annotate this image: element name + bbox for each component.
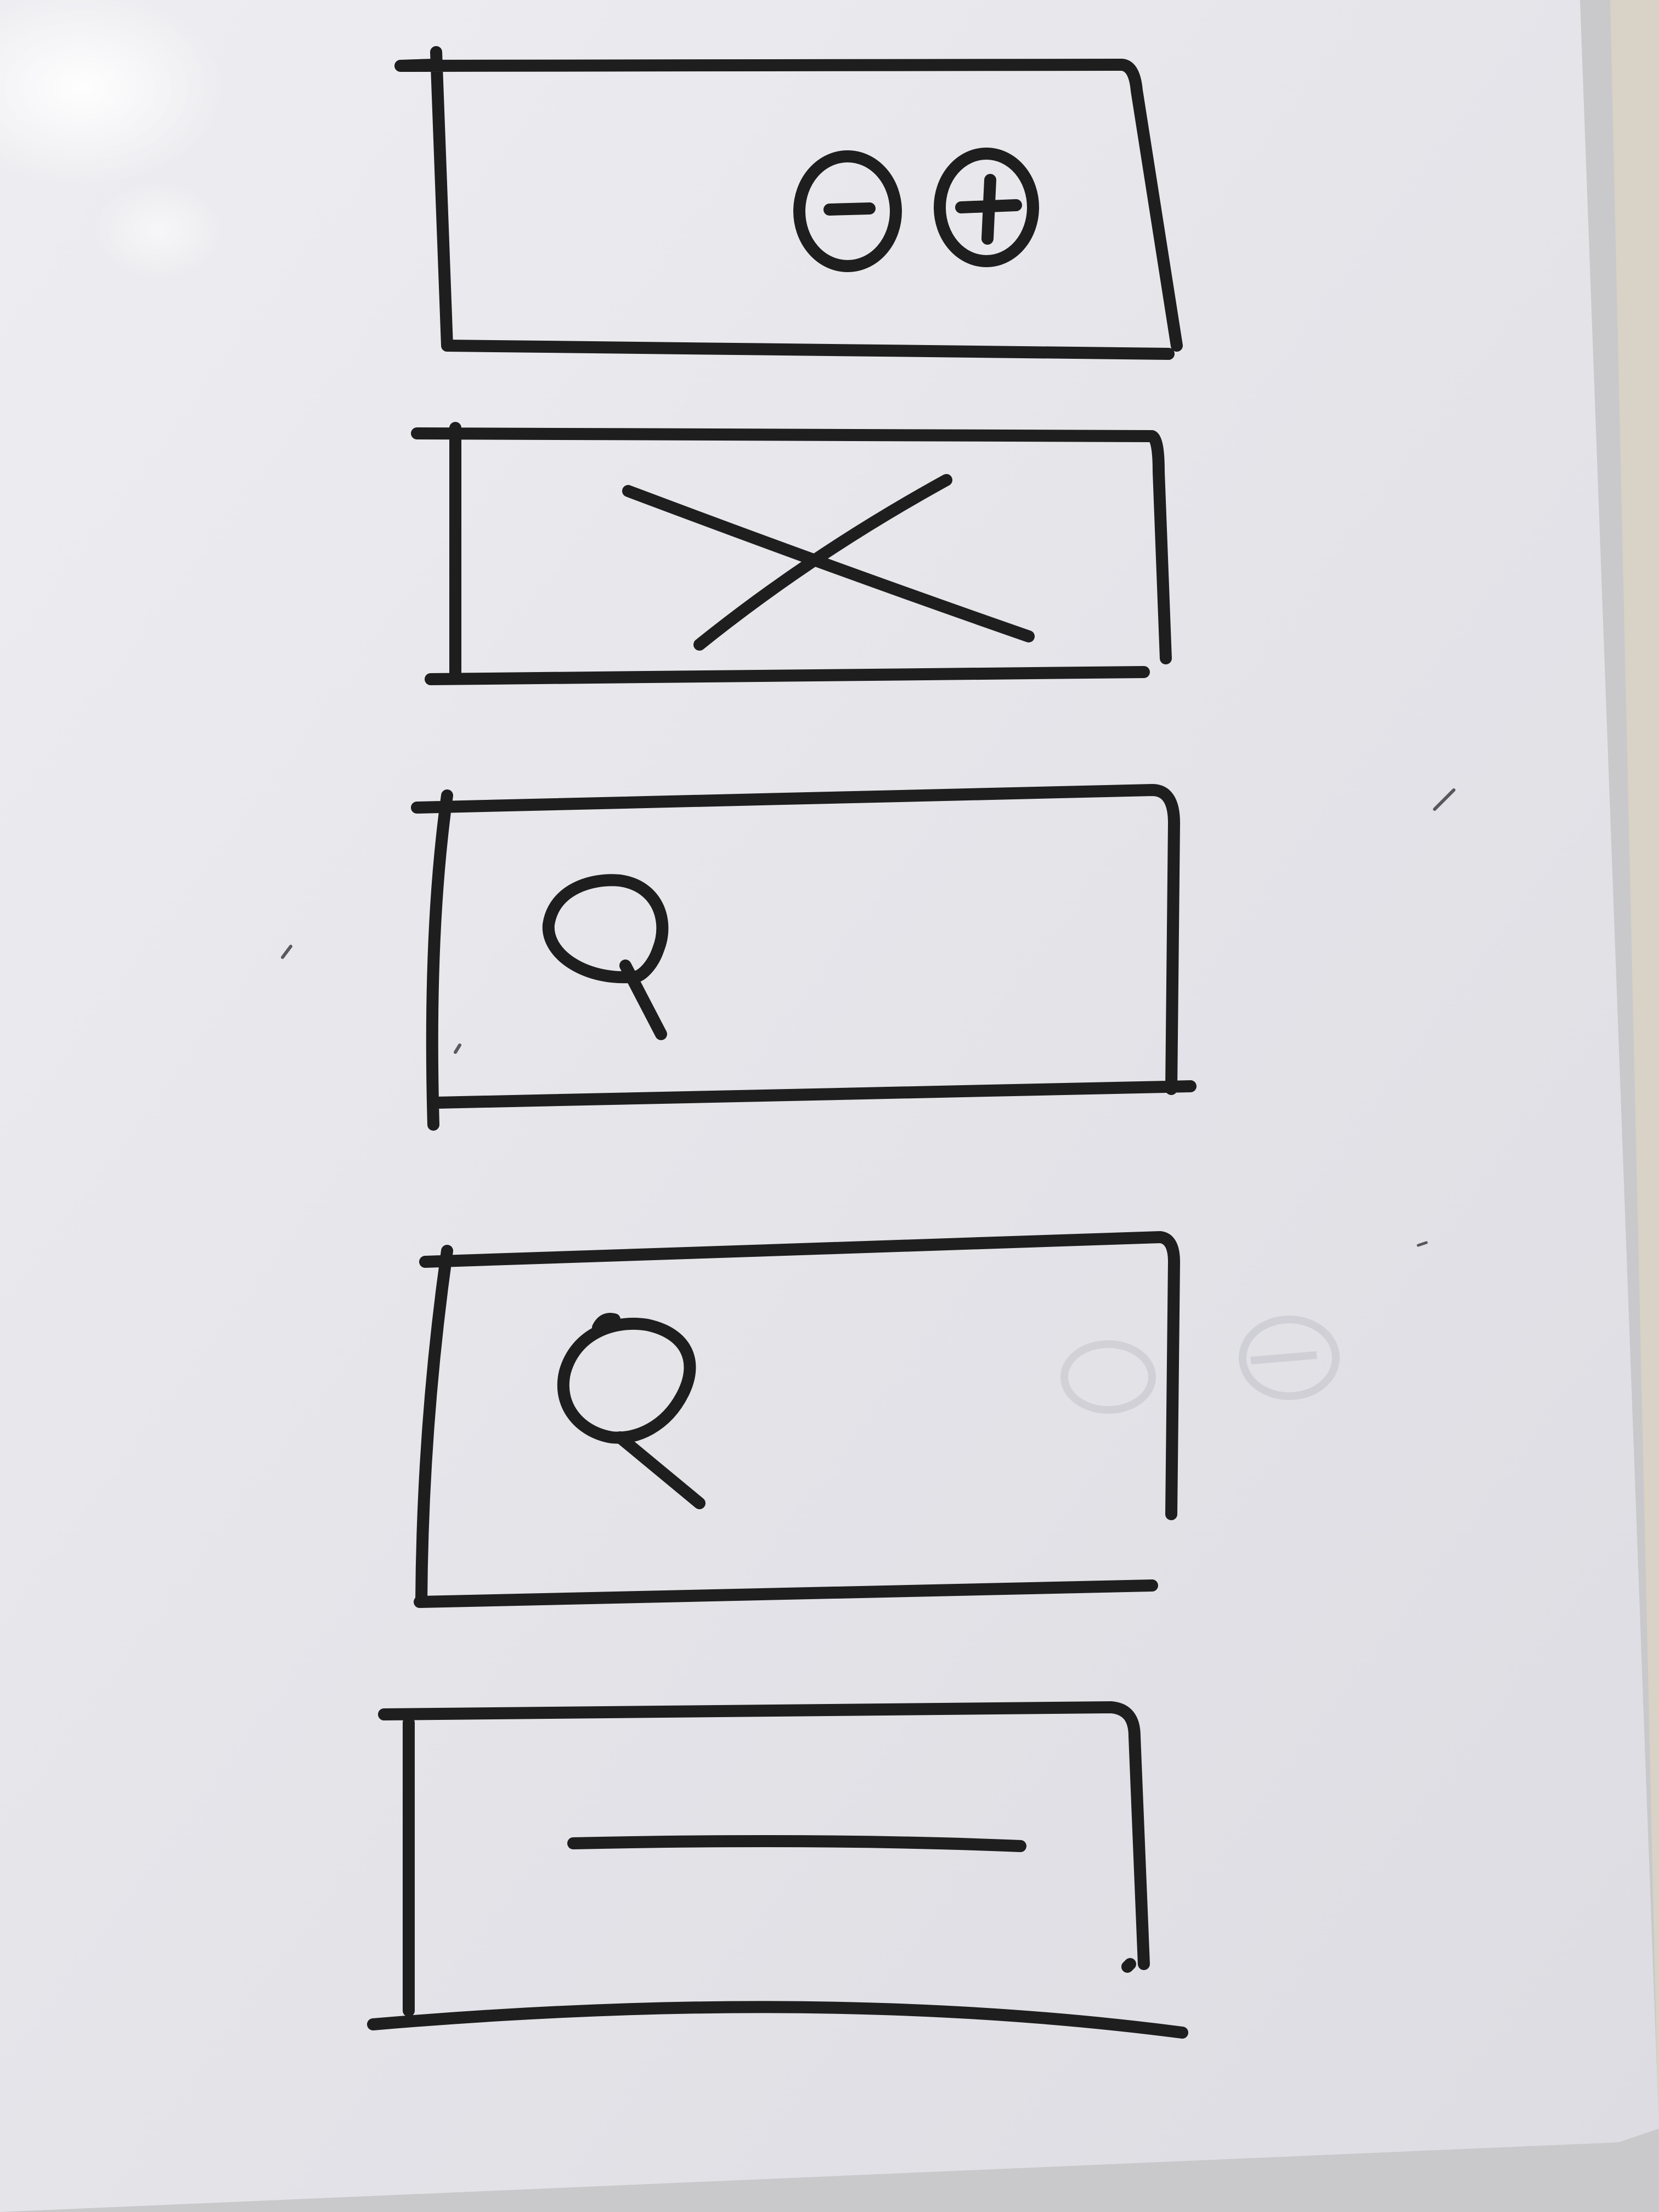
text-field-sketch	[367, 1701, 1188, 2039]
sketch-box	[367, 1701, 1188, 2039]
sketch-box	[414, 1231, 1180, 1608]
cross-placeholder-icon	[622, 474, 1035, 651]
line-icon	[567, 1835, 1026, 1852]
image-placeholder-sketch	[411, 422, 1172, 685]
board-smudges	[281, 788, 1455, 1247]
sketch-box	[411, 422, 1172, 685]
light-glare	[0, 0, 225, 187]
zoom-out-icon	[793, 150, 902, 272]
zoom-in-icon	[934, 148, 1039, 267]
search-icon	[557, 1313, 706, 1509]
sketch-box	[411, 784, 1197, 1131]
sketch-box	[394, 46, 1183, 360]
light-glare-small	[93, 181, 225, 280]
search-icon	[542, 874, 669, 1040]
search-field-sketch	[411, 784, 1197, 1131]
search-field-large-sketch	[414, 1231, 1180, 1608]
eraser-ghost	[1060, 1316, 1340, 1414]
zoom-controls-sketch	[394, 46, 1183, 360]
